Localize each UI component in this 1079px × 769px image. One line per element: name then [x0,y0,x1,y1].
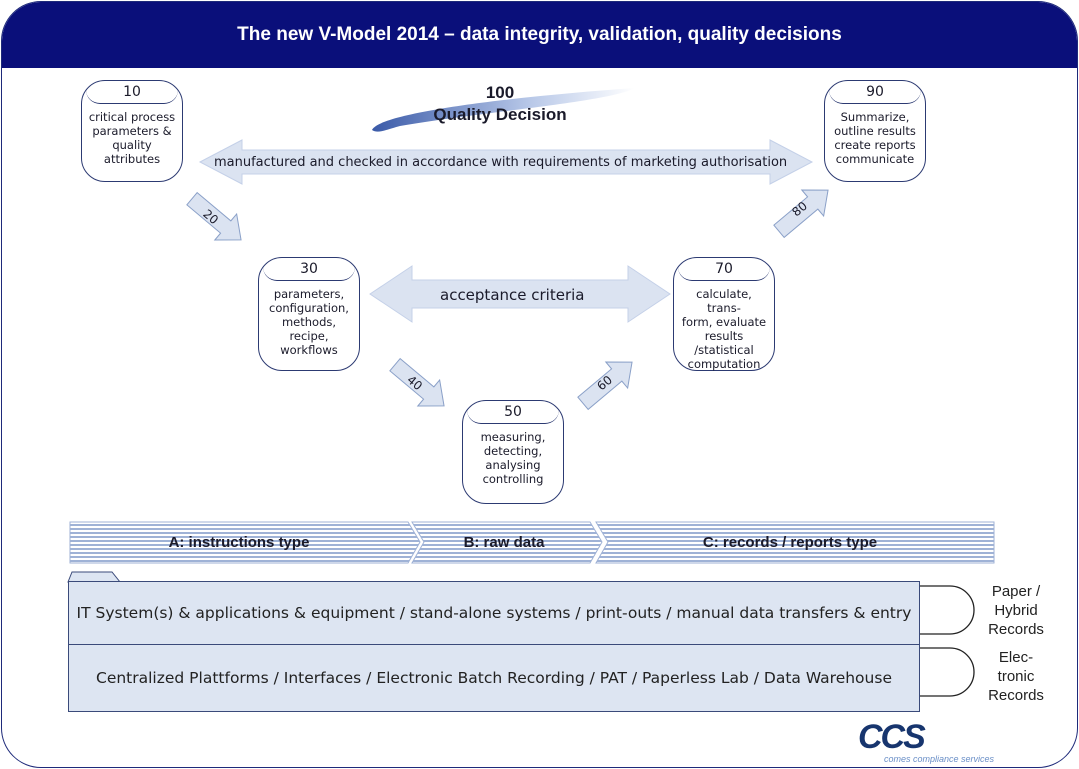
band-b-label: B: raw data [463,534,545,551]
quality-decision-number: 100 [485,83,515,102]
ccs-logo: CCS [858,718,926,756]
page-title: The new V-Model 2014 – data integrity, v… [2,2,1077,68]
lower-layer-text: Centralized Plattforms / Interfaces / El… [96,669,892,687]
quality-decision: 100 Quality Decision [420,82,580,126]
band-c-shape [595,521,995,564]
node-70: 70 calculate, trans- form, evaluate resu… [673,257,775,371]
node-10-text: critical process parameters & quality at… [88,110,176,166]
node-10: 10 critical process parameters & quality… [81,80,183,182]
node-30-number: 30 [263,258,355,281]
quality-decision-label: Quality Decision [433,105,567,124]
ccs-logo-subtitle: comes compliance services [884,754,995,764]
arrow-20 [186,191,242,241]
middle-arrow-label: acceptance criteria [440,286,585,304]
node-90: 90 Summarize, outline results create rep… [824,80,926,182]
top-double-arrow [198,139,814,185]
electronic-bracket [918,647,975,697]
node-50: 50 measuring, detecting, analysing contr… [462,400,564,504]
node-30: 30 parameters, configuration, methods, r… [258,257,360,371]
band-a-label: A: instructions type [168,534,310,551]
upper-layer-text: IT System(s) & applications & equipment … [76,604,912,622]
arrow-60 [577,361,633,411]
lower-layer: Centralized Plattforms / Interfaces / El… [68,644,920,712]
node-30-text: parameters, configuration, methods, reci… [269,287,349,357]
node-90-number: 90 [829,81,921,104]
top-arrow-label: manufactured and checked in accordance w… [214,155,788,170]
node-50-number: 50 [467,401,559,424]
arrow-80 [773,189,829,239]
band-c-label: C: records / reports type [702,534,878,551]
node-70-number: 70 [678,258,770,281]
electronic-records-label: Elec- tronic Records [988,649,1044,704]
quality-swoosh-icon [372,88,635,132]
node-50-text: measuring, detecting, analysing controll… [480,430,546,486]
middle-double-arrow [369,265,671,323]
band-a-shape [69,521,421,564]
band-b-shape [411,521,603,564]
arrow-40 [389,357,445,407]
paper-hybrid-records-label: Paper / Hybrid Records [988,583,1044,638]
paper-bracket [918,585,975,635]
node-90-text: Summarize, outline results create report… [834,110,916,166]
node-10-number: 10 [86,81,178,104]
node-70-text: calculate, trans- form, evaluate results… [681,287,767,371]
upper-layer: IT System(s) & applications & equipment … [68,581,920,645]
